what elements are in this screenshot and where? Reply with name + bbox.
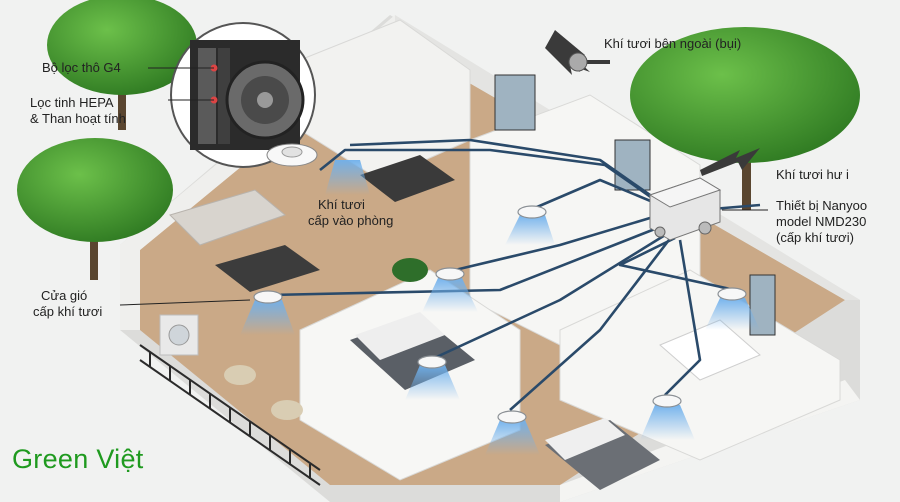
- air-intake-vent: [568, 52, 588, 72]
- bed-1-sheet: [355, 312, 445, 360]
- label-hepa-line2: & Than hoạt tính: [30, 111, 126, 126]
- balcony-chair: [224, 365, 256, 385]
- label-hepa-line1: Lọc tinh HEPA: [30, 95, 114, 110]
- coffee-table: [215, 245, 320, 292]
- tree-left: [17, 138, 173, 280]
- label-outside-air: Khí tươi bên ngoài (bụi): [604, 36, 742, 51]
- dining-table: [360, 155, 455, 202]
- airflow-cone: [485, 420, 540, 455]
- airflow-cone: [422, 278, 478, 312]
- sofa: [169, 189, 286, 246]
- airflow-cone: [505, 215, 555, 245]
- balcony-chair-2: [271, 400, 303, 420]
- air-ducts: [269, 138, 761, 411]
- diffuser: [517, 205, 547, 219]
- bathtub: [659, 319, 761, 381]
- tree-right: [630, 27, 860, 210]
- diffuser: [497, 410, 527, 424]
- label-hepa: Lọc tinh HEPA & Than hoạt tính: [30, 95, 126, 127]
- label-device: Thiết bị Nanyoo model NMD230 (cấp khí tư…: [776, 198, 867, 246]
- airflow-cones: [240, 160, 760, 455]
- diffuser: [652, 394, 682, 408]
- label-fresh-air-treated: Khí tươi hư i: [776, 167, 849, 182]
- diffuser: [435, 267, 465, 281]
- diffuser: [253, 290, 283, 304]
- brand-logo-text: Green Việt: [12, 444, 144, 474]
- fresh-air-out-arrows: [700, 148, 760, 176]
- washing-machine-door: [168, 324, 190, 346]
- plant-living-room: [392, 258, 428, 282]
- label-device-line3: (cấp khí tươi): [776, 230, 854, 245]
- diffuser: [417, 355, 447, 369]
- label-device-line2: model NMD230: [776, 214, 867, 229]
- diffuser-callout-center: [281, 146, 303, 158]
- nanyoo-unit: [648, 177, 722, 241]
- filter-inset: [170, 22, 316, 168]
- airflow-cone: [405, 365, 460, 400]
- label-device-line1: Thiết bị Nanyoo: [776, 198, 868, 213]
- bed-2-sheet: [545, 418, 625, 460]
- window-kitchen: [494, 74, 536, 131]
- diffuser: [717, 287, 747, 301]
- label-vent-line2: cấp khí tươi: [33, 304, 103, 319]
- label-fresh-air-in-line2: cấp vào phòng: [308, 213, 394, 228]
- airflow-cone: [705, 298, 760, 330]
- vent-leader: [119, 299, 251, 306]
- label-fresh-air-in: Khí tươi cấp vào phòng: [308, 197, 393, 229]
- label-filter-g4: Bộ lọc thô G4: [42, 60, 121, 75]
- balcony-railing: [139, 344, 321, 486]
- airflow-cone: [640, 405, 695, 440]
- diffusers: [253, 205, 747, 424]
- airflow-cone: [240, 300, 295, 335]
- label-fresh-air-in-line1: Khí tươi: [318, 197, 365, 212]
- tree-top-left: [47, 0, 197, 130]
- label-vent: Cửa gió cấp khí tươi: [33, 288, 102, 320]
- label-vent-line1: Cửa gió: [41, 288, 88, 303]
- airflow-cone: [325, 160, 370, 195]
